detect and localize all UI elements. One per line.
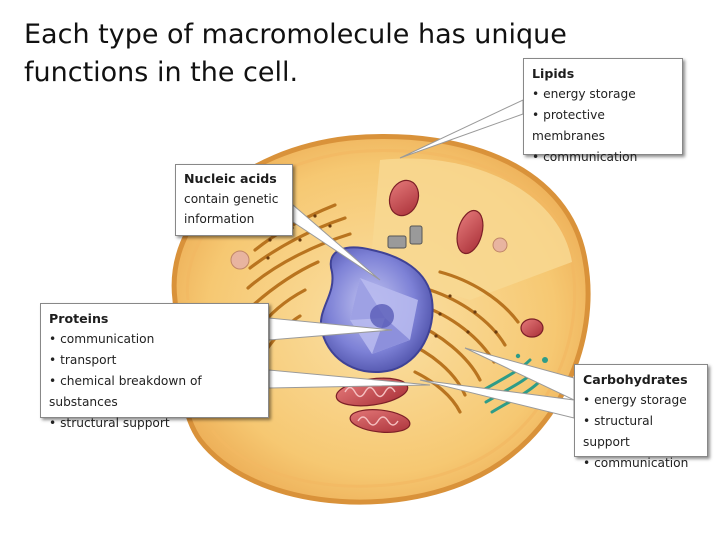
nucleic-acids-line: contain genetic bbox=[184, 192, 279, 206]
nucleic-acids-line: information bbox=[184, 212, 255, 226]
nucleolus bbox=[370, 304, 394, 328]
carbohydrates-list: energy storage structural support commun… bbox=[583, 390, 699, 474]
list-item: structural support bbox=[49, 413, 260, 434]
slide-title: Each type of macromolecule has unique fu… bbox=[24, 19, 567, 88]
list-item: transport bbox=[49, 350, 260, 371]
nucleic-acids-callout: Nucleic acids contain genetic informatio… bbox=[175, 164, 293, 236]
list-item: communication bbox=[583, 453, 699, 474]
list-item: communication bbox=[532, 147, 674, 168]
centrioles bbox=[387, 225, 423, 249]
lipids-list: energy storage protective membranes comm… bbox=[532, 84, 674, 168]
proteins-list: communication transport chemical breakdo… bbox=[49, 329, 260, 434]
list-item: structural support bbox=[583, 411, 699, 453]
list-item: chemical breakdown of substances bbox=[49, 371, 260, 413]
carbohydrates-callout: Carbohydrates energy storage structural … bbox=[574, 364, 708, 470]
proteins-callout: Proteins communication transport chemica… bbox=[40, 303, 269, 430]
carbohydrates-heading: Carbohydrates bbox=[583, 372, 688, 387]
lipids-heading: Lipids bbox=[532, 66, 575, 81]
leader-lines bbox=[268, 99, 575, 419]
list-item: protective membranes bbox=[532, 105, 674, 147]
list-item: energy storage bbox=[583, 390, 699, 411]
rough-er bbox=[246, 203, 520, 414]
lipids-callout: Lipids energy storage protective membran… bbox=[523, 58, 683, 164]
nucleic-acids-heading: Nucleic acids bbox=[184, 171, 277, 186]
list-item: energy storage bbox=[532, 84, 674, 105]
proteins-heading: Proteins bbox=[49, 311, 109, 326]
list-item: communication bbox=[49, 329, 260, 350]
nucleus bbox=[319, 246, 434, 373]
